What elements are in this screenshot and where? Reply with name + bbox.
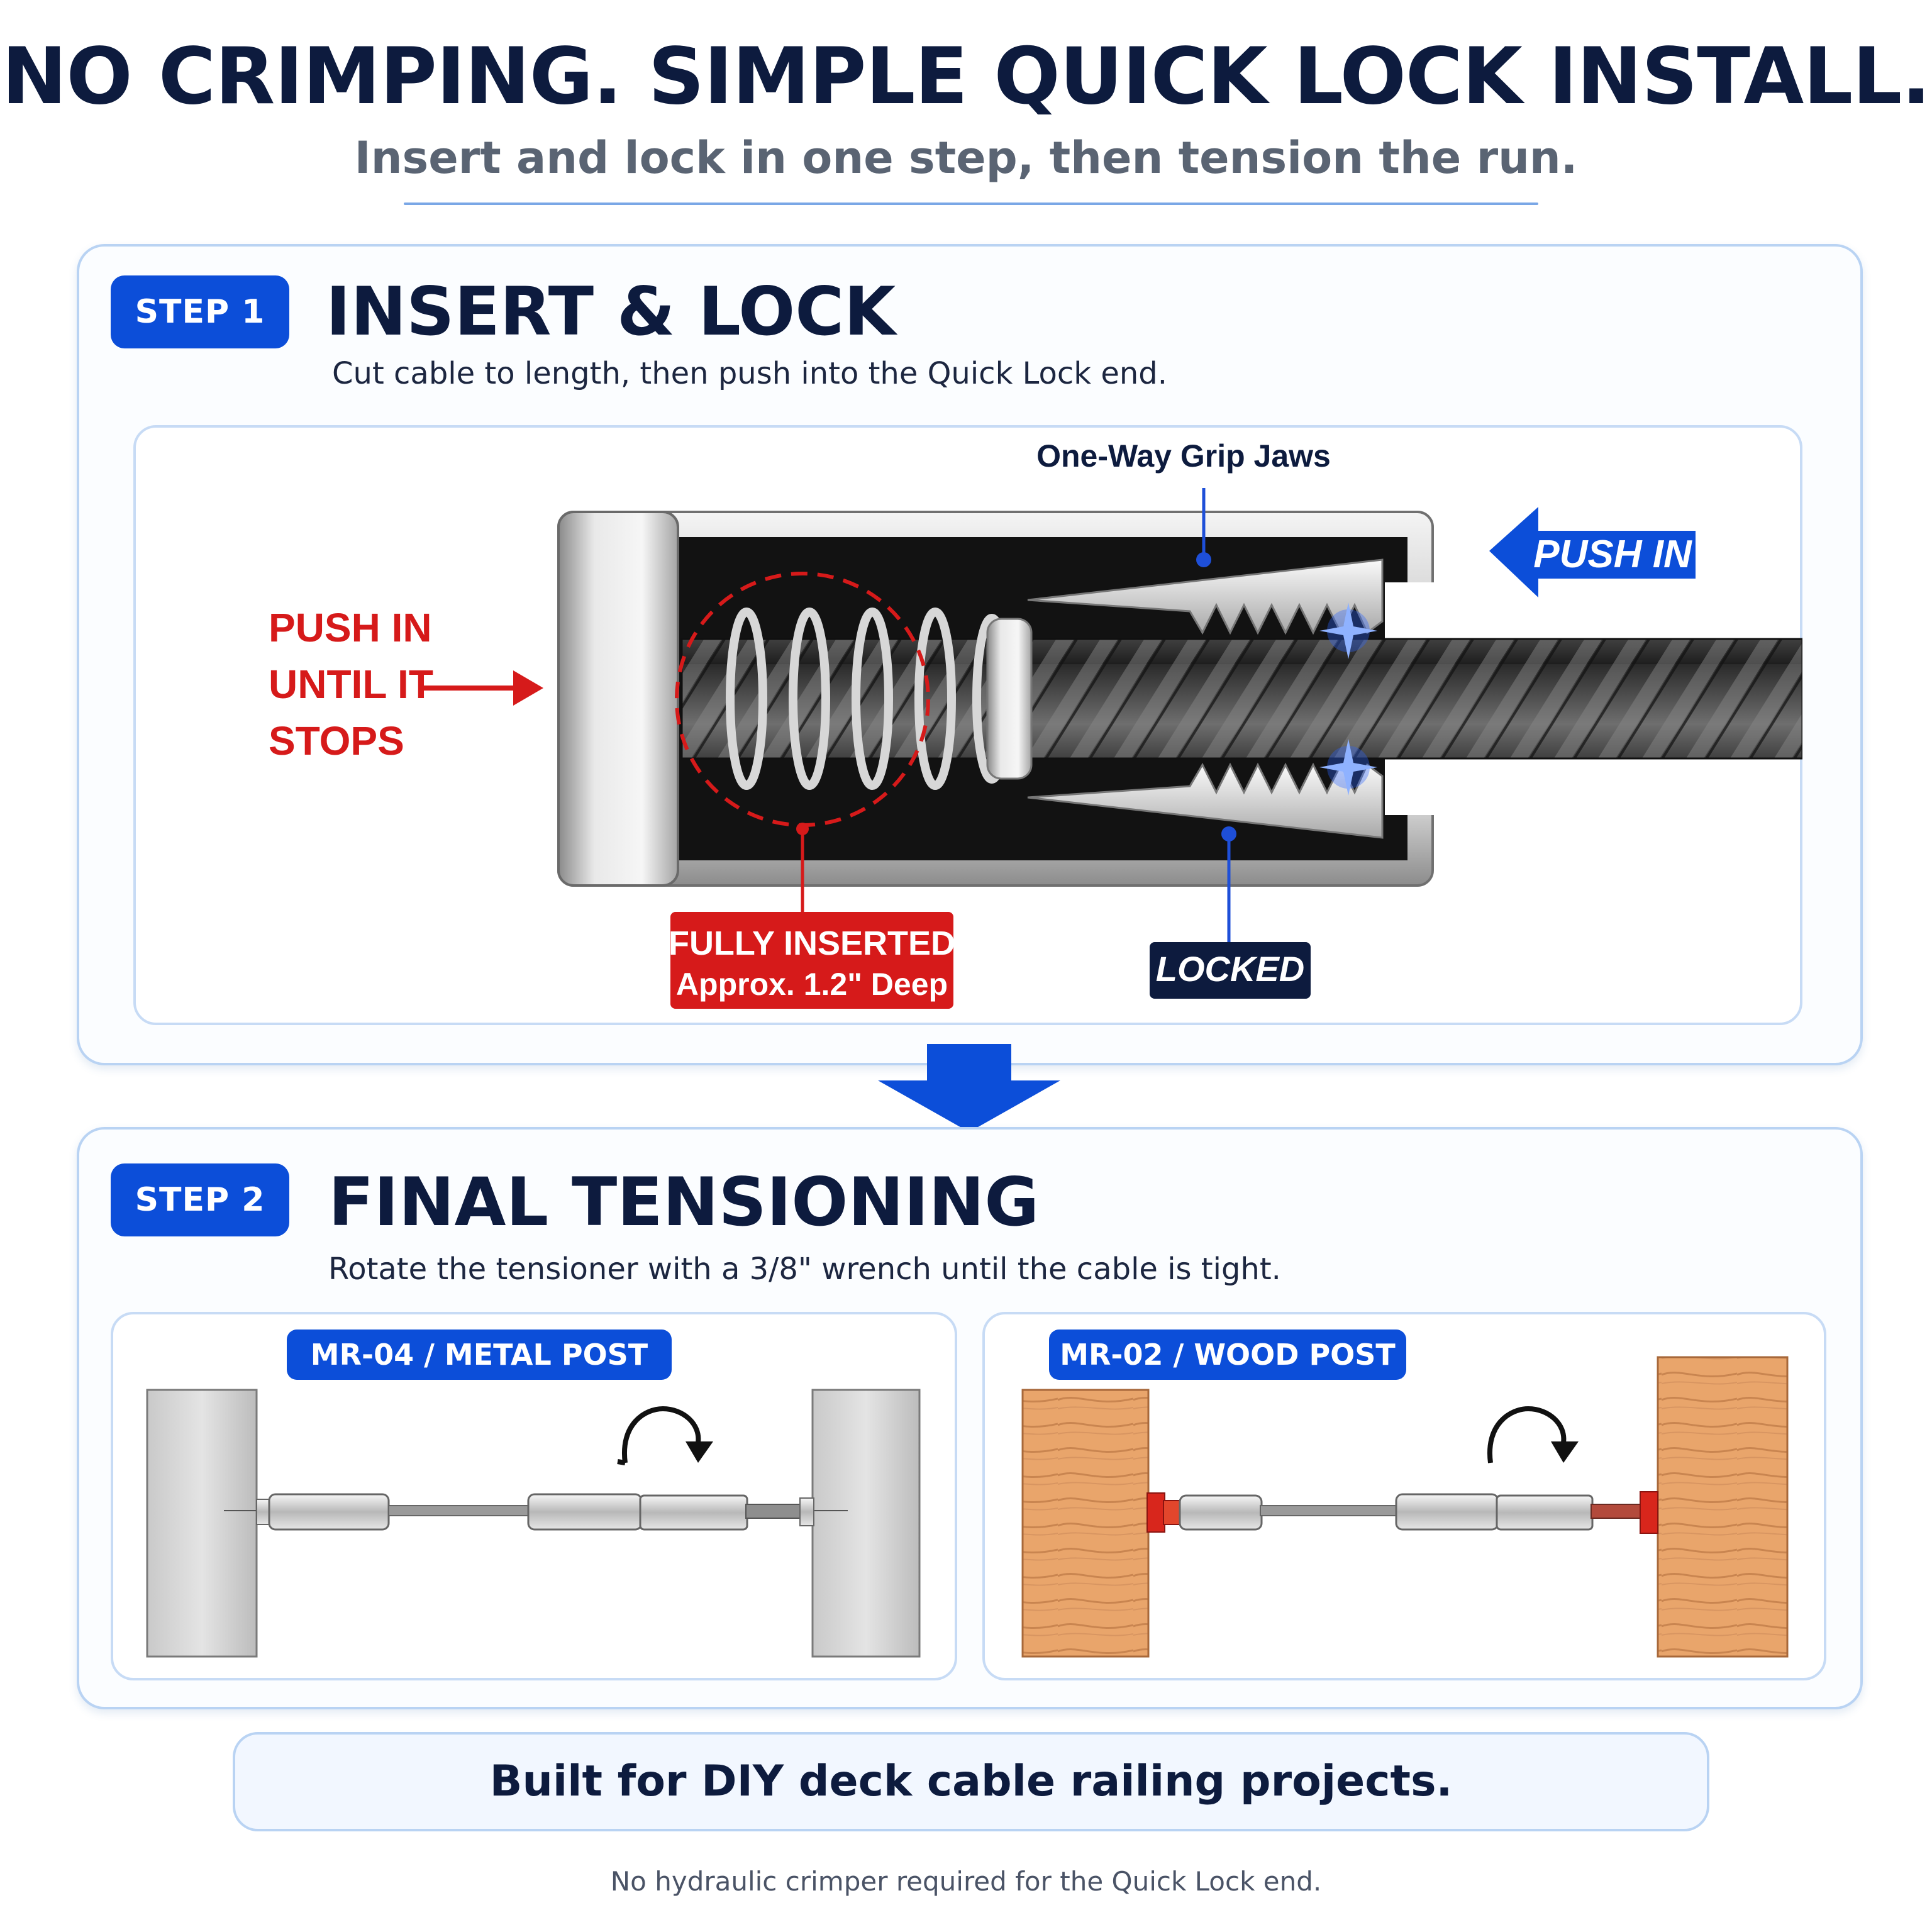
steel-cable (682, 639, 1802, 758)
push-until-stops-line3: STOPS (269, 718, 404, 763)
step1-title: INSERT & LOCK (326, 273, 896, 350)
turnbuckle-body (1395, 1493, 1499, 1531)
rotate-arrow-icon (1487, 1406, 1567, 1463)
red-mount-washer-right (1640, 1491, 1658, 1534)
metal-post-right (811, 1389, 921, 1658)
wood-post-left (1021, 1389, 1150, 1658)
push-until-stops-line1: PUSH IN (269, 605, 432, 650)
step2-description: Rotate the tensioner with a 3/8" wrench … (328, 1252, 1281, 1287)
step2-badge: STEP 2 (111, 1163, 289, 1236)
page-title: NO CRIMPING. SIMPLE QUICK LOCK INSTALL. (1, 31, 1931, 122)
insertion-depth-label: Approx. 1.2" Deep (676, 967, 948, 1002)
footer-tagline: Built for DIY deck cable railing project… (233, 1732, 1709, 1831)
arrow-down-icon (878, 1044, 1060, 1132)
lock-sparkle-icon (1319, 602, 1377, 796)
step1-description: Cut cable to length, then push into the … (332, 356, 1168, 391)
push-until-stops-line2: UNTIL IT (269, 662, 433, 707)
fully-inserted-badge (670, 912, 953, 1009)
quick-lock-cutaway-illustration: PUSH IN One-Way Grip Jaws PUSH IN UNTIL … (269, 438, 1802, 1009)
tensioner-sleeve (1496, 1494, 1594, 1531)
step2-title: FINAL TENSIONING (328, 1163, 1040, 1241)
rotate-arrow-icon (621, 1406, 701, 1463)
arrow-right-icon (513, 670, 543, 706)
step1-badge: STEP 1 (111, 275, 289, 348)
footer-note: No hydraulic crimper required for the Qu… (610, 1866, 1322, 1897)
page-subtitle: Insert and lock in one step, then tensio… (354, 132, 1578, 184)
push-in-arrow-icon (1489, 507, 1696, 597)
wood-post-label: MR-02 / WOOD POST (1049, 1330, 1406, 1380)
wood-post-right (1657, 1356, 1789, 1658)
red-mount-washer-left (1146, 1492, 1165, 1533)
wood-post-diagram (1021, 1356, 1789, 1658)
push-in-label: PUSH IN (1533, 533, 1692, 576)
locked-badge (1150, 942, 1311, 999)
grip-jaws-label: One-Way Grip Jaws (1036, 438, 1331, 474)
title-divider (404, 203, 1538, 205)
metal-post-label: MR-04 / METAL POST (287, 1330, 672, 1380)
locked-label: LOCKED (1156, 949, 1304, 989)
fully-inserted-label: FULLY INSERTED (669, 924, 955, 962)
metal-post-diagram (146, 1389, 921, 1658)
spring-coils (726, 608, 1011, 790)
turnbuckle-body (527, 1493, 643, 1531)
end-fitting (1179, 1494, 1263, 1531)
tensioner-sleeve (639, 1494, 748, 1531)
metal-post-left (146, 1389, 258, 1658)
end-fitting (268, 1493, 390, 1531)
